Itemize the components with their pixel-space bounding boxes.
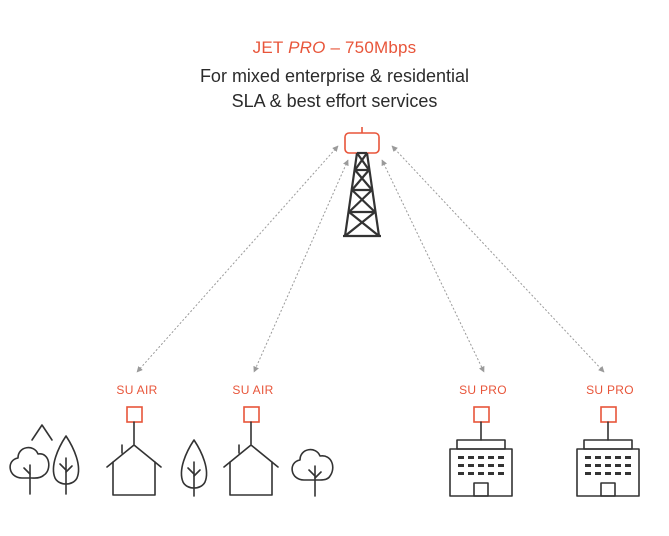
endpoint-label-2: SU AIR <box>232 383 274 397</box>
link-line-3 <box>381 159 485 373</box>
endpoint-radio-icon-1 <box>126 406 143 423</box>
cloud-tree-icon-1 <box>9 446 50 495</box>
pine-tree-icon-1 <box>52 435 80 495</box>
endpoint-radio-icon-2 <box>243 406 260 423</box>
building-windows-1 <box>458 456 504 475</box>
mountain-icon <box>31 424 53 441</box>
title-italic: PRO <box>288 38 326 57</box>
cloud-tree-icon-2 <box>291 448 334 497</box>
endpoint-label-1: SU AIR <box>116 383 158 397</box>
house-icon-2 <box>223 444 279 496</box>
building-windows-2 <box>585 456 631 475</box>
title-suffix: – 750Mbps <box>325 38 417 57</box>
link-line-2 <box>253 159 349 373</box>
link-line-4 <box>391 145 605 373</box>
tower-radio-icon <box>344 132 380 154</box>
endpoint-label-4: SU PRO <box>586 383 634 397</box>
subtitle-line-1: For mixed enterprise & residential <box>199 66 470 86</box>
house-icon-1 <box>106 444 162 496</box>
diagram-title: JET PRO – 750Mbps <box>0 38 669 58</box>
endpoint-radio-icon-4 <box>600 406 617 423</box>
link-line-1 <box>136 145 339 373</box>
tower-icon <box>343 127 381 238</box>
endpoint-radio-icon-3 <box>473 406 490 423</box>
endpoint-label-3: SU PRO <box>459 383 507 397</box>
pine-tree-icon-2 <box>180 439 208 497</box>
building-icon-1 <box>449 439 513 497</box>
subtitle-line-2: SLA & best effort services <box>231 91 438 111</box>
title-prefix: JET <box>252 38 289 57</box>
building-icon-2 <box>576 439 640 497</box>
